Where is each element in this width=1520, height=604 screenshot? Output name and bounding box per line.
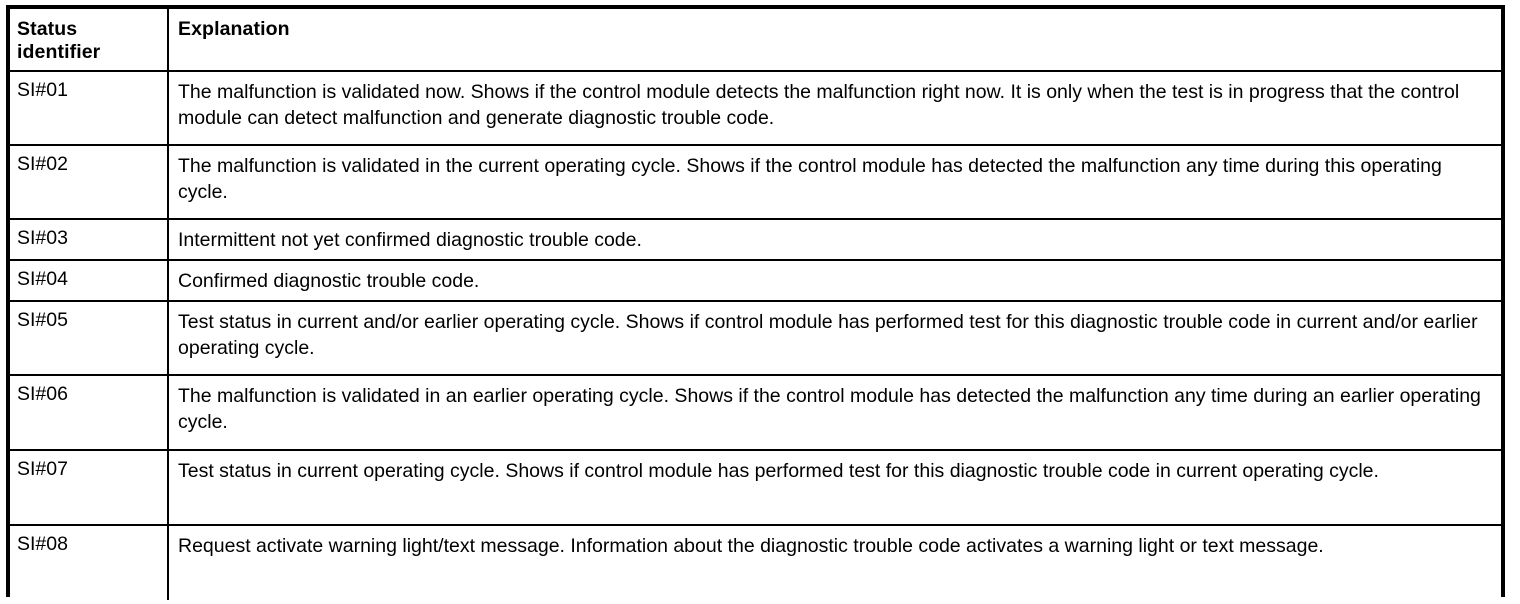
- table-row: SI#05 Test status in current and/or earl…: [10, 300, 1501, 375]
- cell-explanation: The malfunction is validated in the curr…: [168, 144, 1501, 219]
- cell-explanation: Confirmed diagnostic trouble code.: [168, 259, 1501, 301]
- table-row: SI#02 The malfunction is validated in th…: [10, 144, 1501, 219]
- cell-status-identifier: SI#01: [10, 70, 169, 145]
- cell-status-identifier: SI#06: [10, 374, 169, 450]
- cell-status-identifier: SI#07: [10, 449, 169, 525]
- table-row: SI#03 Intermittent not yet confirmed dia…: [10, 218, 1501, 260]
- cell-explanation: Test status in current and/or earlier op…: [168, 300, 1501, 375]
- table-header-row: Status identifier Explanation: [10, 9, 1501, 71]
- table-row: SI#07 Test status in current operating c…: [10, 449, 1501, 525]
- table-row: SI#08 Request activate warning light/tex…: [10, 524, 1501, 600]
- status-identifier-table: Status identifier Explanation SI#01 The …: [10, 9, 1501, 600]
- column-header-explanation: Explanation: [168, 9, 1501, 71]
- cell-status-identifier: SI#03: [10, 218, 169, 260]
- cell-explanation: The malfunction is validated in an earli…: [168, 374, 1501, 450]
- column-header-status-identifier: Status identifier: [10, 9, 169, 71]
- status-identifier-table-container: Status identifier Explanation SI#01 The …: [6, 5, 1505, 600]
- cell-explanation: Intermittent not yet confirmed diagnosti…: [168, 218, 1501, 260]
- cell-status-identifier: SI#05: [10, 300, 169, 375]
- column-header-status-identifier-line-2: identifier: [17, 41, 101, 63]
- column-header-status-identifier-line-1: Status: [17, 18, 78, 40]
- table-row: SI#06 The malfunction is validated in an…: [10, 374, 1501, 450]
- cell-status-identifier: SI#08: [10, 524, 169, 600]
- table-row: SI#04 Confirmed diagnostic trouble code.: [10, 259, 1501, 301]
- table-header: Status identifier Explanation: [10, 9, 1501, 71]
- table-row: SI#01 The malfunction is validated now. …: [10, 70, 1501, 145]
- cell-explanation: The malfunction is validated now. Shows …: [168, 70, 1501, 145]
- table-body: SI#01 The malfunction is validated now. …: [10, 70, 1501, 600]
- cell-explanation: Request activate warning light/text mess…: [168, 524, 1501, 600]
- cell-explanation: Test status in current operating cycle. …: [168, 449, 1501, 525]
- cell-status-identifier: SI#02: [10, 144, 169, 219]
- cell-status-identifier: SI#04: [10, 259, 169, 301]
